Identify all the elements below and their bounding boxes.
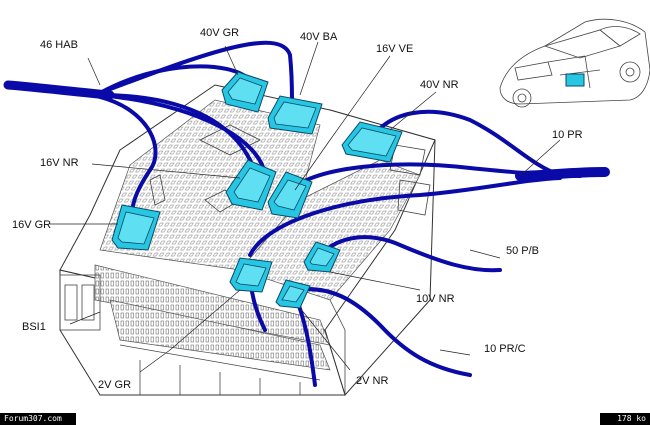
connector-40v-gr: [221, 71, 269, 113]
label-16v-gr: 16V GR: [12, 219, 51, 231]
bsi-location-marker: [565, 73, 585, 87]
label-2v-gr: 2V GR: [98, 379, 131, 391]
connector-40v-ba: [267, 95, 323, 135]
label-40v-nr: 40V NR: [420, 79, 459, 91]
label-10-pr: 10 PR: [552, 129, 583, 141]
connector-10v-nr: [303, 241, 341, 273]
car-inset-image: [499, 18, 650, 108]
label-46-hab: 46 HAB: [40, 39, 78, 51]
connector-16v-gr: [111, 204, 161, 251]
label-16v-ve: 16V VE: [376, 43, 413, 55]
leader-lines: [50, 41, 561, 373]
label-40v-gr: 40V GR: [200, 27, 239, 39]
labels: 46 HAB 40V GR 40V BA 16V VE 40V NR 16V N…: [12, 27, 583, 391]
label-16v-nr: 16V NR: [40, 157, 79, 169]
label-2v-nr: 2V NR: [356, 375, 388, 387]
connector-40v-nr: [341, 121, 403, 163]
image-footer: Forum307.com 178 ko: [0, 413, 650, 425]
wire-harness: [3, 40, 610, 387]
source-watermark: Forum307.com: [0, 413, 76, 425]
file-size-label: 178 ko: [600, 413, 650, 425]
label-10v-nr: 10V NR: [416, 293, 455, 305]
connector-16v-ve: [267, 171, 313, 219]
label-10-prc: 10 PR/C: [484, 343, 526, 355]
connector-2v-nr: [275, 279, 311, 309]
label-bsi1: BSI1: [22, 321, 46, 333]
connectors: [111, 71, 403, 309]
label-40v-ba: 40V BA: [300, 31, 338, 43]
connector-16v-nr: [225, 159, 277, 211]
label-50-pb: 50 P/B: [506, 245, 539, 257]
connector-2v-gr: [229, 257, 273, 293]
